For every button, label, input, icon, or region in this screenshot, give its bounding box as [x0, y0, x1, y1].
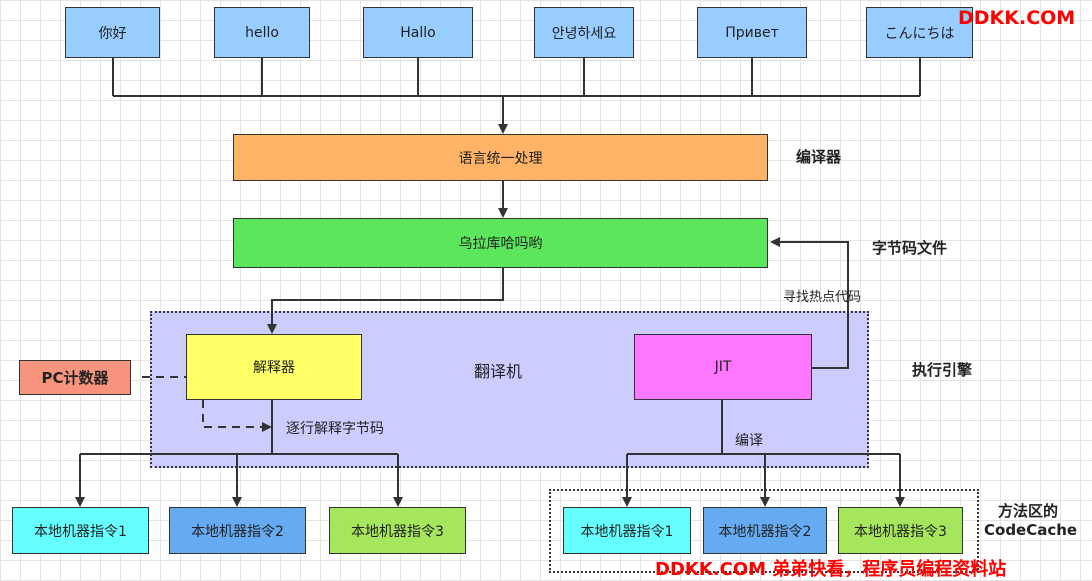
jit-box: JIT	[634, 334, 812, 400]
language-box-1: 你好	[65, 7, 160, 58]
codecache-label-line1: 方法区的	[998, 502, 1059, 520]
bytecode-label: 字节码文件	[872, 239, 948, 257]
language-box-3: Hallo	[363, 7, 473, 58]
interpreter-box: 解释器	[186, 334, 362, 400]
machine-instruction-left-3: 本地机器指令3	[329, 507, 466, 554]
machine-instruction-right-3: 本地机器指令3	[838, 507, 963, 554]
machine-instruction-right-2: 本地机器指令2	[703, 507, 827, 554]
language-box-2: hello	[214, 7, 310, 58]
machine-instruction-right-1: 本地机器指令1	[563, 507, 691, 554]
line-by-line-label: 逐行解释字节码	[286, 421, 384, 437]
compile-label: 编译	[735, 433, 763, 449]
machine-instruction-left-1: 本地机器指令1	[12, 507, 149, 554]
compiler-label: 编译器	[796, 148, 842, 166]
machine-instruction-left-2: 本地机器指令2	[169, 507, 306, 554]
bytecode-box: 乌拉库哈吗哟	[233, 218, 768, 268]
execution-engine-label: 执行引擎	[912, 361, 973, 379]
translator-label: 翻译机	[474, 362, 523, 381]
hotspot-label: 寻找热点代码	[783, 290, 862, 305]
language-box-5: Привет	[697, 7, 807, 58]
watermark-top: DDKK.COM	[958, 7, 1076, 29]
pc-counter-box: PC计数器	[19, 360, 131, 395]
language-box-4: 안녕하세요	[534, 7, 634, 58]
compiler-box: 语言统一处理	[233, 134, 768, 181]
language-box-6: こんにちは	[866, 7, 973, 58]
watermark-bottom: DDKK.COM 弟弟快看，程序员编程资料站	[655, 559, 1007, 580]
codecache-label-line2: CodeCache	[984, 521, 1078, 539]
